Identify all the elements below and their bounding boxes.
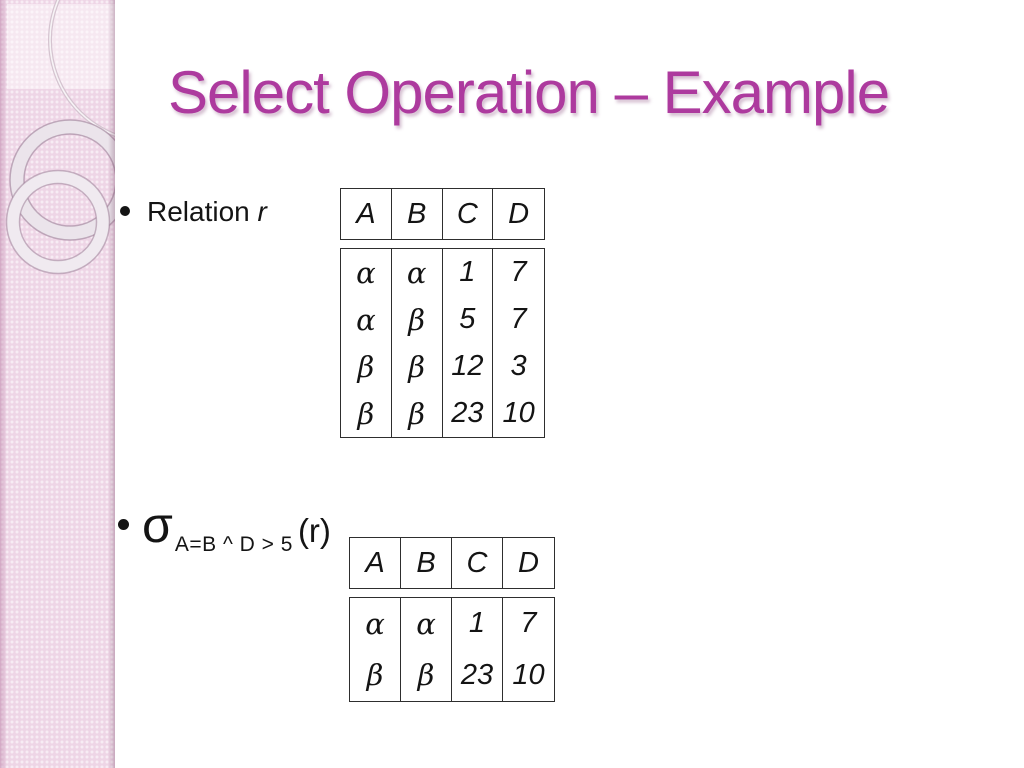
relation-name: r [257,196,267,227]
column-header: D [518,546,539,579]
sidebar-edge-shadow [108,0,115,768]
relation-label-text: Relation [147,196,258,227]
column-header: B [392,189,443,239]
sidebar-decoration [0,0,115,768]
sigma-argument: (r) [297,512,331,549]
table-cell: α [401,598,452,650]
sidebar-left-edge [0,0,7,768]
table-cell: α [341,249,392,296]
sigma-symbol: σ [142,497,173,553]
sigma-condition-subscript: A=B ^ D > 5 [174,533,293,556]
table-cell: β [392,390,443,437]
table-cell: 23 [443,390,494,437]
column-header: B [401,538,452,588]
table-cell: 10 [512,658,545,691]
bullet-icon [118,519,129,530]
table-cell: β [392,296,443,343]
table-cell: 1 [452,598,503,650]
column-header: C [452,538,503,588]
bullet-item-selection: σ A=B ^ D > 5 (r) [118,497,331,556]
table-cell: 1 [443,249,494,296]
table-cell: 5 [443,296,494,343]
decorative-circles-icon [5,0,115,275]
column-header: C [443,189,494,239]
page-title: Select Operation – Example [168,59,890,126]
column-header: A [350,538,401,588]
relation-label: Relation r [147,196,267,228]
table-cell: 23 [452,649,503,701]
table-cell: β [350,649,401,701]
table-cell: α [392,249,443,296]
table-cell: 7 [510,303,527,335]
table-cell: 7 [520,607,537,640]
column-header: D [508,197,530,230]
table-cell: β [392,343,443,390]
table-cell: 7 [510,256,527,288]
bullet-icon [120,206,130,216]
sidebar-highlight-panel [7,4,115,89]
table-cell: 3 [510,350,527,382]
table-cell: β [341,343,392,390]
table-cell: α [350,598,401,650]
column-header: A [341,189,392,239]
table-cell: 10 [502,397,535,429]
table-cell: β [341,390,392,437]
bullet-item-relation: Relation r [120,196,267,228]
table-cell: 12 [443,343,494,390]
table-cell: β [401,649,452,701]
table-cell: α [341,296,392,343]
